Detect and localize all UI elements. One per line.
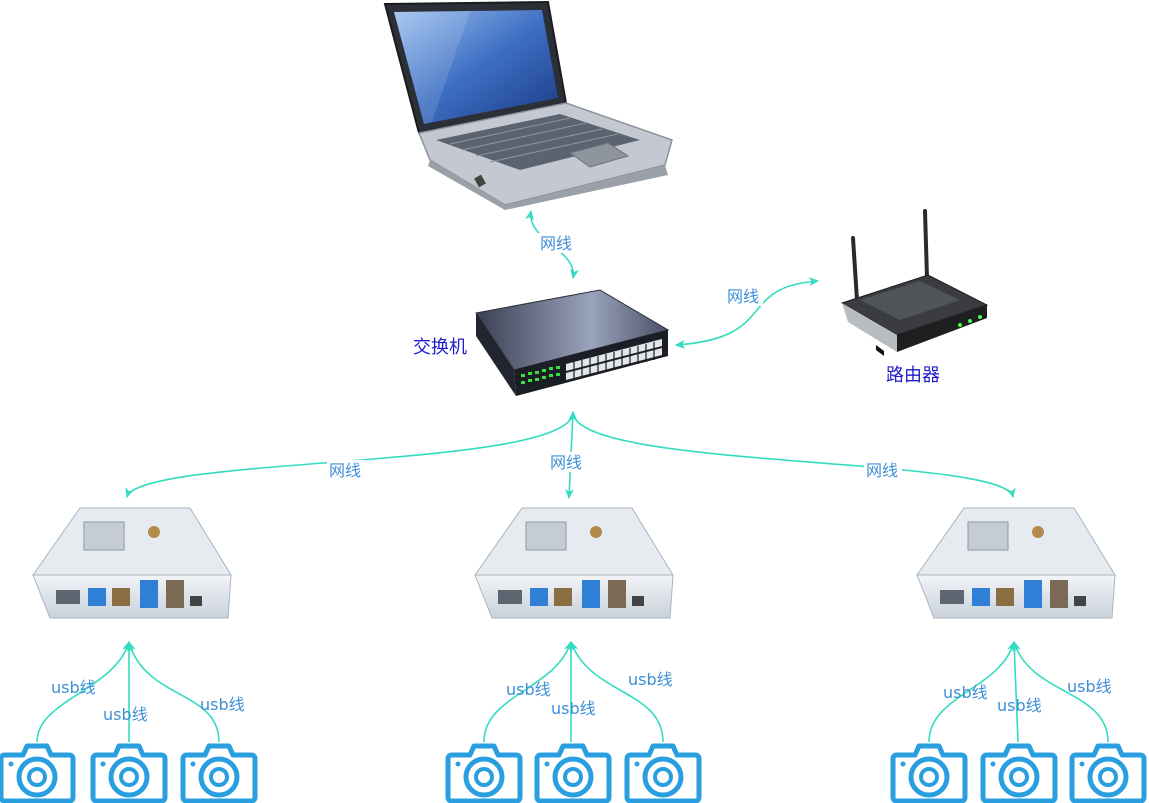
camera-icon-left-2	[90, 743, 168, 803]
edge-label-usb-center-3: usb线	[628, 670, 673, 689]
edge-label-usb-left-1: usb线	[51, 678, 96, 697]
edge-label-switch-box-left: 网线	[329, 461, 361, 480]
camera-icon-center-1	[445, 743, 523, 803]
wire-usb-right-2	[1009, 640, 1019, 743]
wire-switch-router	[674, 277, 820, 349]
edge-label-usb-right-3: usb线	[1067, 677, 1112, 696]
edge-label-switch-box-right: 网线	[866, 461, 898, 480]
mini-pc-icon-center	[474, 507, 674, 619]
wire-switch-box-right	[568, 410, 1016, 499]
edge-label-switch-router: 网线	[727, 287, 759, 306]
switch-label: 交换机	[413, 337, 467, 358]
edge-label-usb-left-3: usb线	[200, 695, 245, 714]
camera-icon-right-3	[1069, 743, 1147, 803]
edge-label-usb-right-1: usb线	[943, 683, 988, 702]
wire-usb-left-3	[127, 640, 220, 743]
camera-icon-left-1	[0, 743, 76, 803]
mini-pc-icon-left	[32, 507, 232, 619]
edge-label-usb-center-1: usb线	[506, 680, 551, 699]
wires	[36, 209, 1109, 743]
wire-usb-right-3	[1012, 640, 1109, 743]
edge-label-usb-left-2: usb线	[103, 705, 148, 724]
edge-label-switch-box-center: 网线	[550, 453, 582, 472]
wifi-router-icon	[840, 209, 989, 356]
laptop-icon	[383, 0, 673, 210]
wire-usb-center-3	[569, 640, 664, 743]
camera-icon-center-3	[624, 743, 702, 803]
wire-usb-center-1	[483, 640, 573, 743]
edge-labels: 网线 网线 网线 网线 网线 usb线 usb线 usb线 usb线 usb线 …	[51, 233, 1112, 724]
router-label: 路由器	[886, 365, 940, 386]
network-switch-icon	[475, 289, 670, 396]
camera-icon-right-1	[890, 743, 968, 803]
mini-pc-icon-right	[916, 507, 1116, 619]
camera-icon-right-2	[980, 743, 1058, 803]
edge-label-laptop-switch: 网线	[540, 234, 572, 253]
camera-icon-left-3	[180, 743, 258, 803]
wire-usb-right-1	[928, 640, 1016, 743]
wire-switch-box-left	[125, 410, 578, 499]
wire-usb-left-1	[36, 640, 131, 743]
edge-label-usb-right-2: usb线	[997, 696, 1042, 715]
camera-icon-center-2	[534, 743, 612, 803]
edge-label-usb-center-2: usb线	[551, 699, 596, 718]
